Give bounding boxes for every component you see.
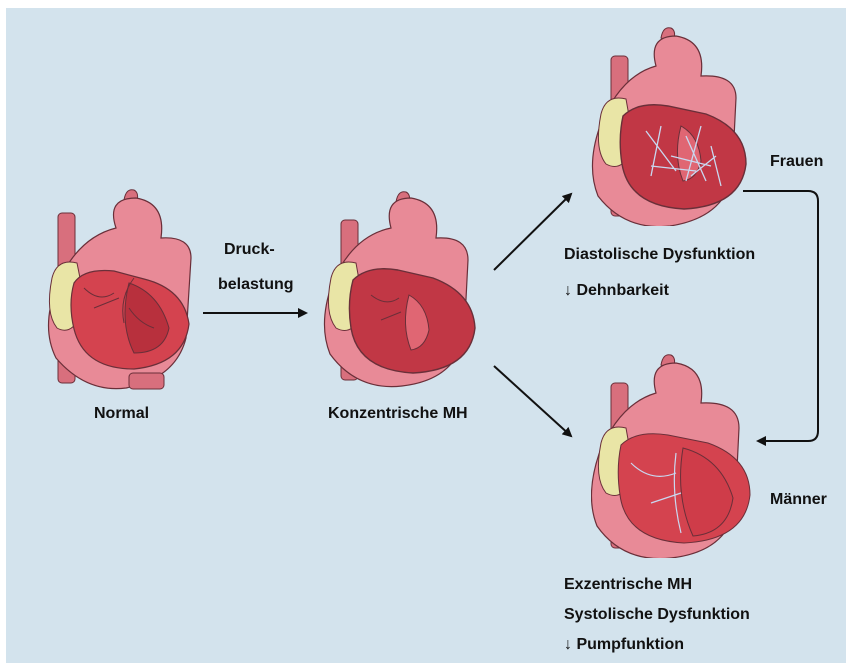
label-eccentric-hypertrophy: Exzentrische MH (564, 576, 692, 594)
label-diastolic-dysfunction: Diastolische Dysfunktion (564, 246, 755, 264)
label-reduced-compliance: ↓ Dehnbarkeit (564, 282, 669, 300)
label-pressure-load-line1: Druck- (224, 241, 275, 259)
label-men: Männer (770, 491, 827, 509)
label-pressure-load-line2: belastung (218, 276, 294, 294)
heart-concentric-illustration (311, 190, 491, 390)
label-reduced-pump-function: ↓ Pumpfunktion (564, 636, 684, 654)
heart-eccentric-illustration (591, 353, 766, 558)
label-women: Frauen (770, 153, 823, 171)
label-concentric-hypertrophy: Konzentrische MH (328, 405, 468, 423)
label-normal: Normal (94, 405, 149, 423)
heart-diastolic-illustration (591, 26, 766, 226)
arrow-concentric-to-women (494, 194, 571, 270)
heart-normal-illustration (34, 188, 204, 393)
arrow-concentric-to-men (494, 366, 571, 436)
diagram-canvas: Normal Druck- belastung Konzentrische MH… (6, 8, 846, 663)
label-systolic-dysfunction: Systolische Dysfunktion (564, 606, 750, 624)
